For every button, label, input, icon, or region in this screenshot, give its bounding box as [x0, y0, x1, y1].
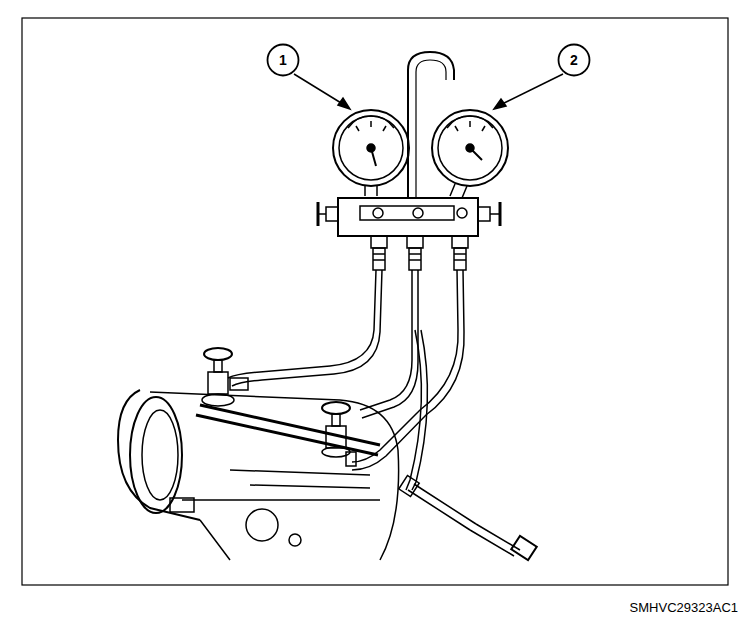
leader-line	[498, 74, 563, 106]
low-pressure-gauge	[333, 110, 409, 196]
service-valve	[202, 348, 248, 406]
callout-circle: 2	[557, 43, 591, 77]
high-pressure-gauge	[432, 110, 508, 198]
arrow-head	[338, 98, 350, 109]
manifold-block	[318, 198, 500, 270]
hanger-hook	[416, 60, 446, 198]
figure-code: SMHVC29323AC1	[630, 600, 738, 615]
callout-number: 1	[279, 52, 287, 68]
callout-number: 2	[570, 52, 578, 68]
callout-circle: 1	[266, 43, 300, 77]
service-valve	[322, 402, 356, 466]
leader-line	[294, 74, 346, 106]
compressor	[118, 390, 399, 560]
frame	[22, 18, 728, 585]
hoses	[228, 270, 537, 560]
arrow-head	[494, 99, 506, 109]
